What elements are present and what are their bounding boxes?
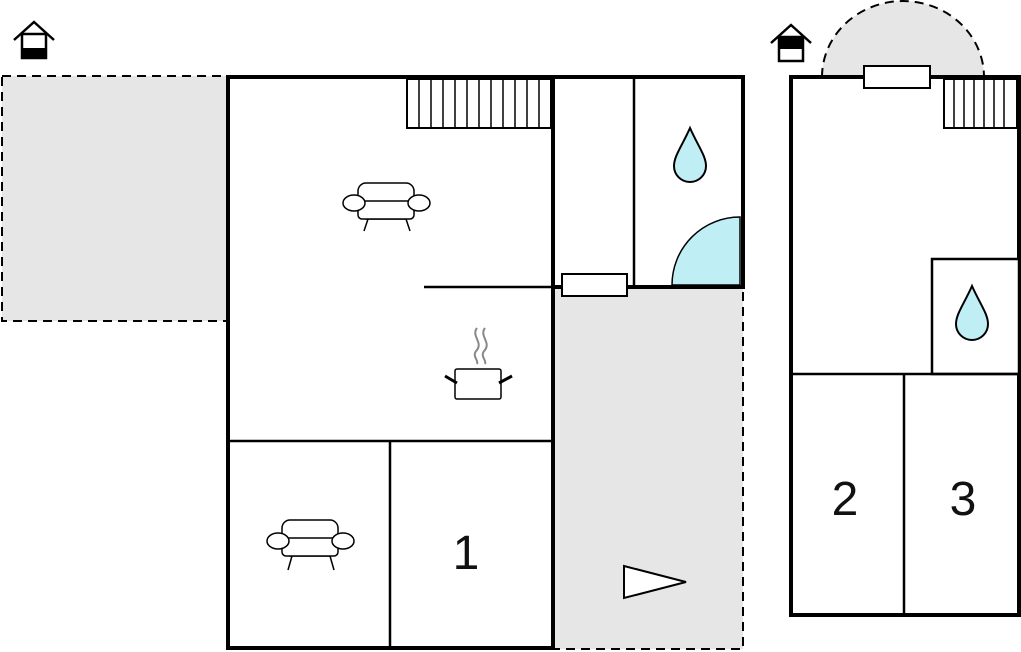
room-label-bedroom-2: 2 — [832, 473, 859, 526]
stairs — [943, 78, 1018, 129]
terrace-right — [552, 286, 744, 650]
room-label-bedroom-1: 1 — [453, 527, 480, 580]
upper-bathroom — [930, 257, 1021, 376]
stairs — [406, 78, 552, 129]
sofa-icon — [342, 182, 431, 232]
cooking-pot-icon — [444, 327, 513, 400]
direction-pointer-icon — [623, 564, 687, 600]
room-label-bedroom-3: 3 — [950, 473, 977, 526]
water-drop-icon — [672, 125, 708, 183]
upper-floor: 2 3 — [770, 0, 1021, 617]
terrace-left — [1, 75, 228, 322]
house-upper-floor-icon — [770, 23, 812, 63]
window — [863, 65, 931, 89]
house-ground-floor-icon — [13, 20, 55, 60]
balcony — [822, 1, 984, 78]
ground-floor: 1 — [1, 20, 745, 650]
water-drop-icon — [954, 283, 990, 341]
shower-area — [671, 216, 741, 286]
window — [561, 273, 628, 297]
sofa-icon — [266, 519, 355, 571]
